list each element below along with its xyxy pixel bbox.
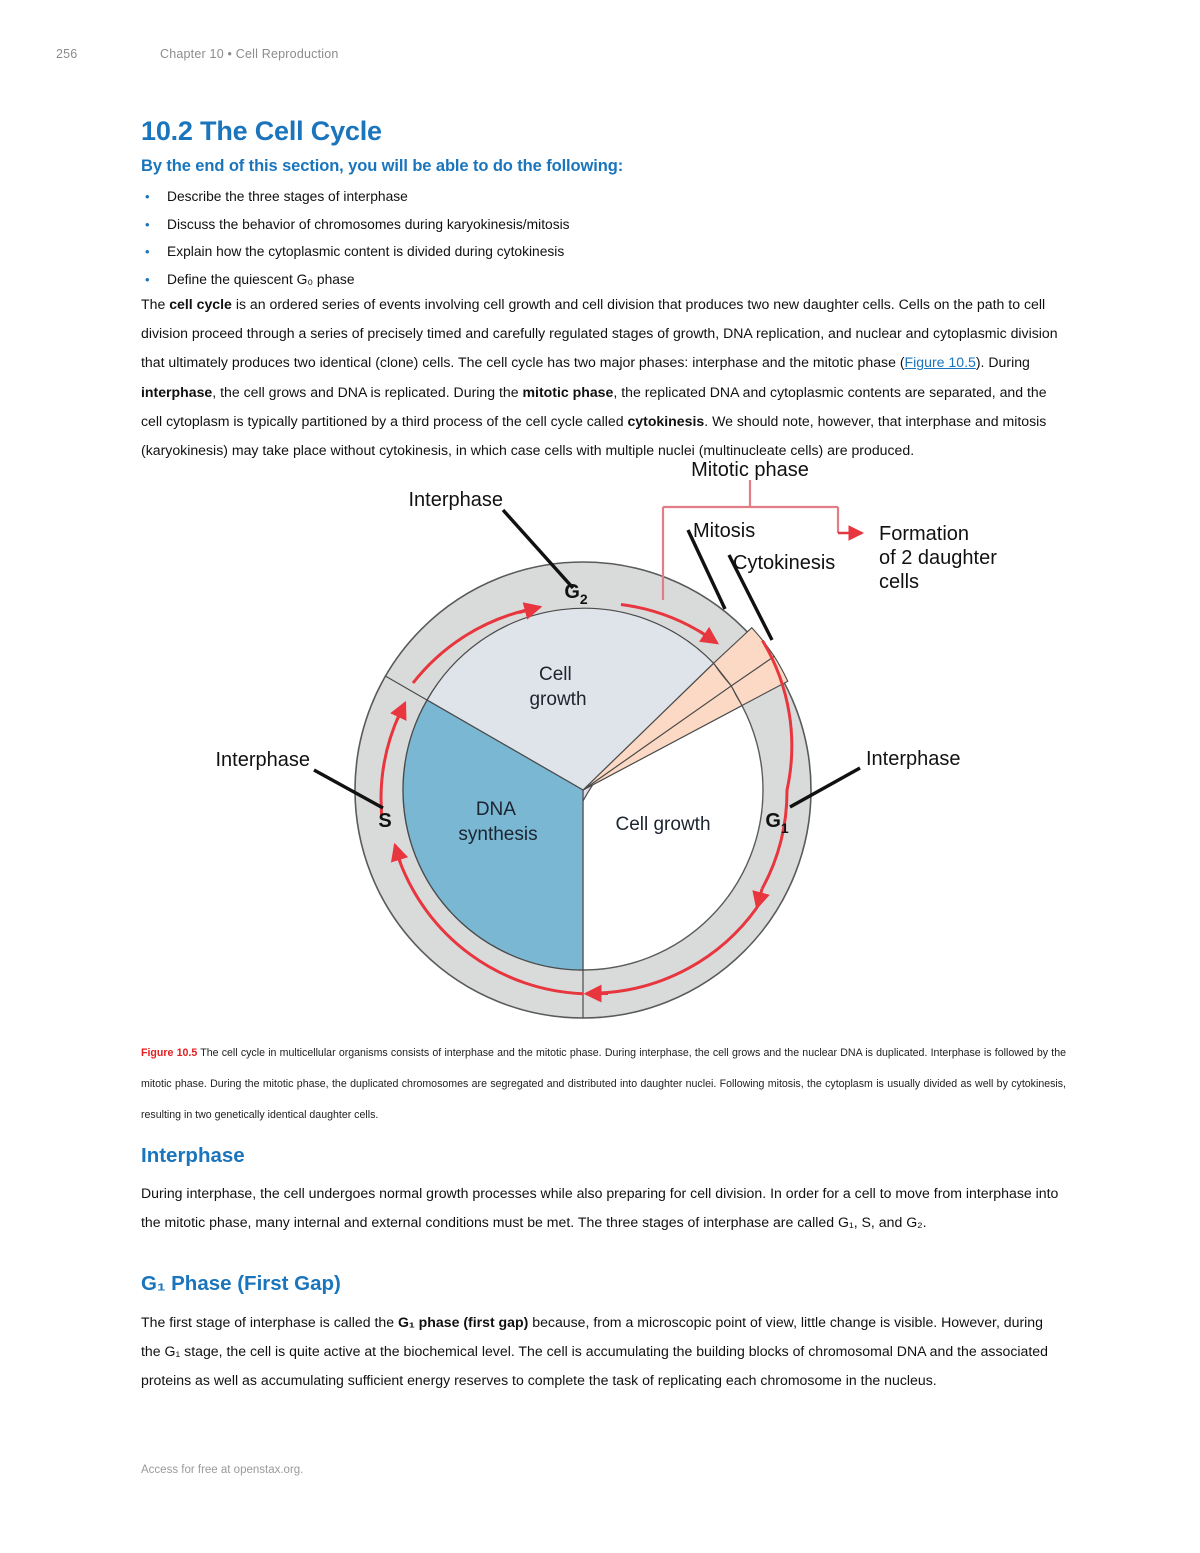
list-item: • Discuss the behavior of chromosomes dur… bbox=[141, 211, 1021, 239]
bullet-icon: • bbox=[145, 216, 150, 232]
sector-s-dna-synthesis bbox=[402, 699, 584, 971]
heading-interphase: Interphase bbox=[141, 1144, 245, 1167]
objective-text: Discuss the behavior of chromosomes duri… bbox=[167, 216, 570, 232]
paragraph-g1-phase: The first stage of interphase is called … bbox=[141, 1314, 1048, 1389]
objective-text: Describe the three stages of interphase bbox=[167, 189, 408, 204]
label-formation-of-2-daughter-cells: Formation of 2 daughter cells bbox=[879, 523, 1002, 593]
leader-interphase-top bbox=[501, 508, 575, 590]
figure-number: Figure 10.5 bbox=[141, 1047, 198, 1059]
arrow-g1-arc bbox=[760, 639, 794, 890]
section-title: 10.2 The Cell Cycle bbox=[141, 116, 382, 146]
arrow-g2-right-head bbox=[699, 626, 719, 645]
page-footer: Access for free at openstax.org. bbox=[141, 1464, 304, 1476]
sector-label-cell-growth-top: Cell growth bbox=[529, 664, 586, 710]
intro-paragraph: The cell cycle is an ordered series of e… bbox=[141, 296, 1058, 459]
sector-g2-cell-growth bbox=[426, 607, 715, 791]
cell-cycle-diagram: G2 S G1 Cell growth DNA synthesis Cell g… bbox=[215, 459, 1002, 1019]
ring-label-s: S bbox=[378, 810, 391, 832]
label-interphase-right: Interphase bbox=[866, 748, 961, 770]
figure-caption: Figure 10.5 The cell cycle in multicellu… bbox=[141, 1038, 1066, 1131]
arrow-s-lower-arc bbox=[397, 857, 584, 996]
leader-cytokinesis bbox=[727, 554, 774, 641]
list-item: • Describe the three stages of interphase bbox=[141, 183, 1021, 211]
leader-mitosis bbox=[686, 529, 727, 610]
ring-mitosis bbox=[712, 626, 775, 687]
arrow-g2-left-head bbox=[518, 602, 543, 620]
paragraph-interphase: During interphase, the cell undergoes no… bbox=[141, 1185, 1059, 1231]
heading-g1-phase: G₁ Phase (First Gap) bbox=[141, 1272, 341, 1295]
arrow-bottom-arc bbox=[599, 906, 759, 995]
arrow-s-upper-head bbox=[390, 700, 407, 722]
figure-cell-cycle: G2 S G1 Cell growth DNA synthesis Cell g… bbox=[0, 455, 1200, 1035]
label-interphase-top: Interphase bbox=[408, 489, 503, 511]
arrow-s-lower-head bbox=[390, 842, 409, 864]
ring-label-g1: G1 bbox=[765, 810, 789, 836]
list-item: • Explain how the cytoplasmic content is … bbox=[141, 238, 1021, 266]
ring-label-g2: G2 bbox=[564, 581, 588, 607]
chapter-title: Chapter 10 • Cell Reproduction bbox=[160, 47, 339, 61]
sector-label-cell-growth-right: Cell growth bbox=[615, 814, 710, 835]
label-cytokinesis: Cytokinesis bbox=[733, 552, 835, 574]
sector-label-dna-synthesis: DNA synthesis bbox=[458, 799, 537, 845]
objective-text: Explain how the cytoplasmic content is d… bbox=[167, 244, 565, 259]
arrow-g1-head bbox=[752, 888, 770, 910]
bullet-icon: • bbox=[145, 271, 150, 287]
objectives-heading: By the end of this section, you will be … bbox=[141, 157, 624, 175]
ring-divider-s-g2 bbox=[385, 675, 428, 701]
learning-objectives-list: • Describe the three stages of interphase… bbox=[141, 183, 1021, 293]
figure-caption-text: The cell cycle in multicellular organism… bbox=[141, 1047, 1066, 1121]
bullet-icon: • bbox=[145, 189, 150, 204]
bullet-icon: • bbox=[145, 244, 150, 259]
label-mitosis: Mitosis bbox=[693, 520, 755, 542]
leader-interphase-right bbox=[789, 766, 861, 809]
label-mitotic-phase: Mitotic phase bbox=[691, 459, 809, 481]
arrow-g2-left-arc bbox=[411, 609, 526, 684]
leader-interphase-left bbox=[313, 768, 384, 810]
figure-link[interactable]: Figure 10.5 bbox=[904, 354, 976, 371]
list-item: • Define the quiescent G₀ phase bbox=[141, 266, 1021, 294]
objective-text: Define the quiescent G₀ phase bbox=[167, 271, 355, 287]
page-number: 256 bbox=[56, 47, 78, 61]
running-head: 256 Chapter 10 • Cell Reproduction bbox=[0, 47, 1200, 67]
label-interphase-left: Interphase bbox=[215, 749, 310, 771]
